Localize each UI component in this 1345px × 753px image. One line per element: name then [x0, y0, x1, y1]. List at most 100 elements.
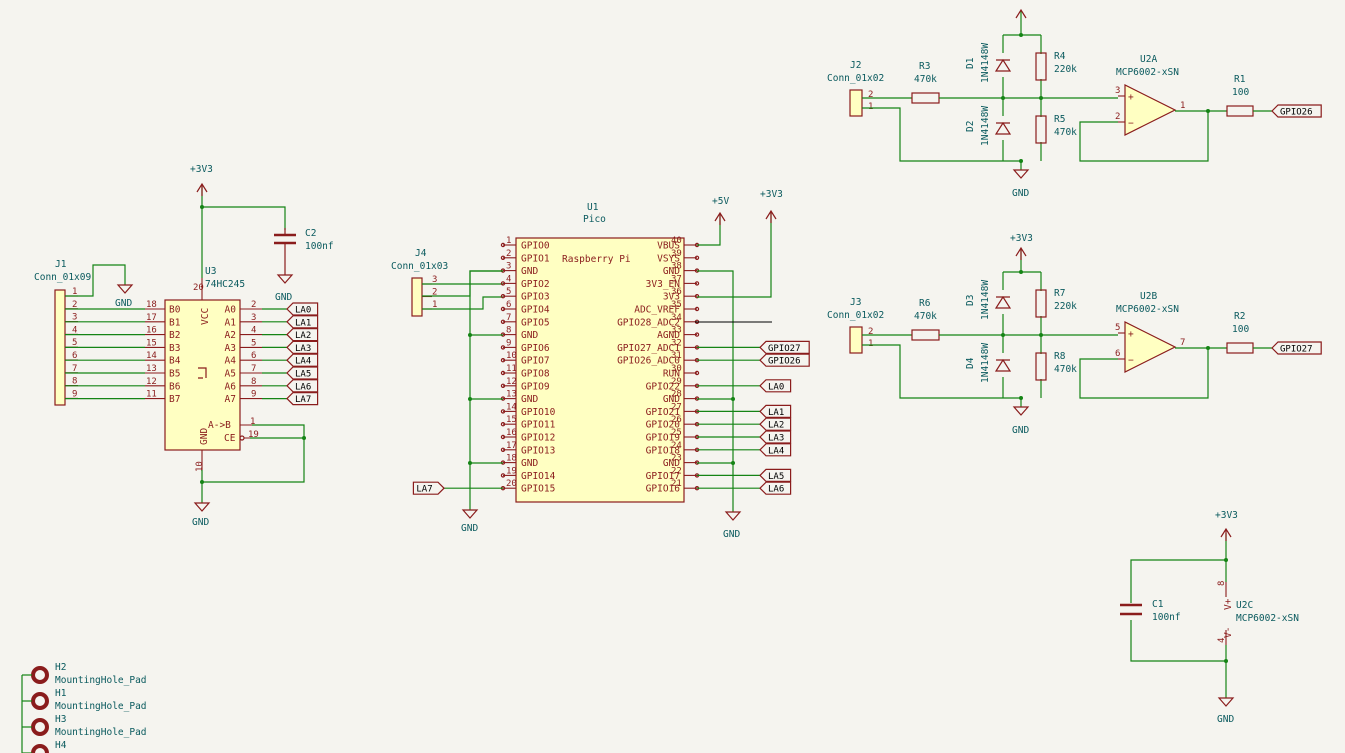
j1-pin-9: 9: [72, 389, 77, 399]
hole-ref-H4: H4: [55, 740, 67, 751]
u1-pin-GPIO0-1: GPIO0: [521, 241, 550, 252]
pico-label-24: LA4: [759, 443, 792, 457]
gnd-label-c2: GND: [275, 292, 292, 303]
diode-val-D2: 1N4148W: [980, 106, 991, 146]
out-label-GPIO27-text: GPIO27: [1280, 345, 1313, 355]
u1-pin-3V3_EN-37: 3V3_EN: [646, 279, 681, 290]
u3-pin-A0: A0: [225, 305, 237, 316]
v33-label-u3: +3V3: [190, 164, 213, 175]
j1-value: Conn_01x09: [34, 272, 91, 283]
hole-val-H2: MountingHole_Pad: [55, 675, 147, 686]
j4-pin-3: 3: [432, 275, 437, 285]
u1-pin-GPIO19-25: GPIO19: [646, 433, 681, 444]
res-R2: R2: [1234, 311, 1245, 322]
j1-pin-5: 5: [72, 338, 77, 348]
op-pin-out: 1: [1180, 101, 1185, 111]
u1-pin-num-32: 32: [671, 338, 682, 348]
u1-pin-GND-18: GND: [521, 458, 538, 469]
u1-pin-num-30: 30: [671, 364, 682, 374]
u1-pin-num-29: 29: [671, 377, 682, 387]
u1-pin-VSYS-39: VSYS: [657, 253, 680, 264]
u1-pin-RUN-30: RUN: [663, 369, 680, 380]
u1-pin-num-7: 7: [506, 313, 511, 323]
u1-pin-num-39: 39: [671, 249, 682, 259]
u1-pin-GND-23: GND: [663, 458, 680, 469]
hole-val-H1: MountingHole_Pad: [55, 701, 147, 712]
u1-pin-num-8: 8: [506, 326, 511, 336]
j4-ref: J4: [415, 248, 427, 259]
u1-pin-GPIO20-26: GPIO20: [646, 420, 681, 431]
res-val-R7: 220k: [1054, 301, 1077, 312]
v5-label: +5V: [712, 196, 729, 207]
u1-pin-num-15: 15: [506, 415, 517, 425]
la-label-5-text: LA5: [295, 370, 311, 380]
u1-pin-num-6: 6: [506, 300, 511, 310]
j2-ref: J2: [850, 60, 861, 71]
u3-pin-num-a8: 8: [251, 377, 256, 387]
u3-pin-B0: B0: [169, 305, 181, 316]
r3-value: 470k: [914, 74, 937, 85]
u2c-opamp-power[interactable]: C1 100nf +3V3 GND V+ V- 8 4 U2C MCP6002-…: [1120, 510, 1299, 725]
la-label-5: LA5: [286, 366, 319, 380]
la-label-6: LA6: [286, 379, 319, 393]
res-val-R1: 100: [1232, 87, 1249, 98]
u1-pin-num-23: 23: [671, 454, 682, 464]
out-label-GPIO27: GPIO27: [1271, 341, 1322, 355]
u1-pin-VBUS-40: VBUS: [657, 241, 680, 252]
u1-pin-num-21: 21: [671, 479, 682, 489]
j3-value: Conn_01x02: [827, 310, 884, 321]
j4-pin-2: 2: [432, 288, 437, 298]
u1-pin-num-5: 5: [506, 287, 511, 297]
u1-pin-num-31: 31: [671, 351, 682, 361]
u3-pin-num-a7: 7: [251, 364, 256, 374]
j4-connector[interactable]: J4 Conn_01x03 321: [391, 248, 448, 317]
pico-label-21: LA6: [759, 481, 792, 495]
pico-label-27: LA1: [759, 404, 792, 418]
j1-pin-1: 1: [72, 287, 77, 297]
v33-arrow-icon: [1220, 527, 1232, 541]
u1-pin-GPIO22-29: GPIO22: [646, 381, 680, 392]
u1-pin-num-18: 18: [506, 454, 517, 464]
u1-pin-GND-38: GND: [663, 266, 680, 277]
c2-capacitor[interactable]: C2 100nf: [274, 228, 334, 275]
u1-value: Pico: [583, 214, 606, 225]
res-val-R5: 470k: [1054, 127, 1077, 138]
res-val-R4: 220k: [1054, 64, 1077, 75]
u1-pin-num-2: 2: [506, 249, 511, 259]
res-R4: R4: [1054, 51, 1066, 62]
hole-val-H3: MountingHole_Pad: [55, 727, 147, 738]
u1-pin-GND-28: GND: [663, 394, 680, 405]
u3-pin-num-a4: 4: [251, 326, 256, 336]
schmitt-icon: [198, 367, 207, 379]
la-label-7-text: LA7: [295, 395, 311, 405]
u1-pin-num-33: 33: [671, 326, 682, 336]
u3-pin-num-a3: 3: [251, 313, 256, 323]
out-label-GPIO26-text: GPIO26: [1280, 108, 1313, 118]
u3-pin-num-12: 12: [146, 377, 157, 387]
u3-pin-num-14: 14: [146, 351, 157, 361]
c1-value: 100nf: [1152, 612, 1181, 623]
pico-label-26: LA2: [759, 417, 792, 431]
u3-pin-num-11: 11: [146, 390, 157, 400]
u1-pin-GPIO4-6: GPIO4: [521, 305, 550, 316]
v33-label-u2c: +3V3: [1215, 510, 1238, 521]
u1-pin-num-38: 38: [671, 262, 682, 272]
pico-label-21-text: LA6: [768, 485, 784, 495]
u1-pin-GPIO9-12: GPIO9: [521, 381, 550, 392]
u1-pin-num-26: 26: [671, 415, 682, 425]
pico-label-24-text: LA4: [768, 446, 784, 456]
res-R8: R8: [1054, 351, 1066, 362]
op-minus: −: [1128, 118, 1134, 129]
u1-pin-GPIO14-19: GPIO14: [521, 471, 556, 482]
u1-pin-num-28: 28: [671, 390, 682, 400]
la-label-7: LA7: [286, 392, 319, 406]
la-label-0-text: LA0: [295, 306, 311, 316]
gnd-label-pico-left: GND: [461, 523, 478, 534]
